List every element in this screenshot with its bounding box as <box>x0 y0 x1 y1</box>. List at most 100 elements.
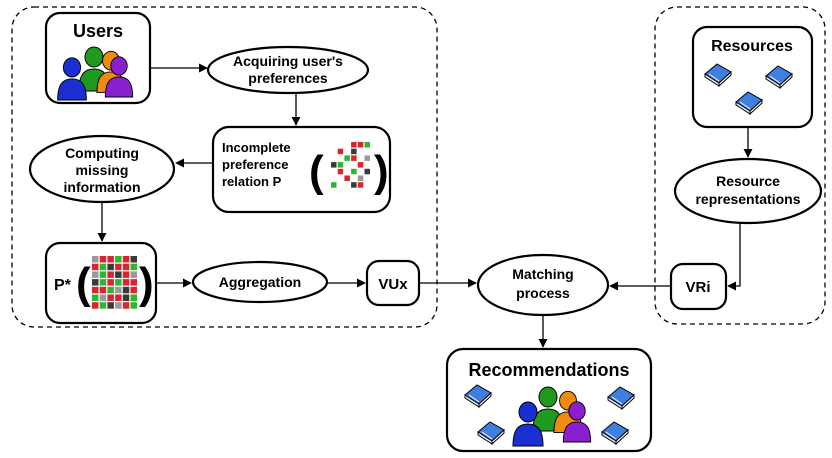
matrix-cell <box>344 155 350 161</box>
matrix-icon <box>331 142 370 188</box>
incomplete-label-1: Incomplete <box>222 140 291 155</box>
matrix-cell <box>364 142 370 148</box>
matrix-cell <box>107 279 114 286</box>
matrix-cell <box>364 155 370 161</box>
acquiring-label-2: preferences <box>248 70 328 86</box>
matrix-cell <box>130 286 137 294</box>
resources-node: Resources <box>691 25 814 129</box>
computing-label-2: missing <box>76 162 129 178</box>
incomplete-label-2: preference <box>222 157 288 172</box>
resource-representations-node: Resource representations <box>673 157 823 225</box>
vux-node: VUx <box>365 259 421 307</box>
computing-label-3: information <box>64 179 141 195</box>
matrix-cell <box>115 302 122 309</box>
matrix-cell <box>337 168 344 175</box>
resource-rep-label-2: representations <box>695 191 800 207</box>
recommendations-node: Recommendations <box>445 347 653 453</box>
matrix-cell <box>351 182 357 188</box>
matrix-cell <box>337 148 344 155</box>
vri-node: VRi <box>669 262 728 311</box>
matrix-cell <box>122 271 130 278</box>
resources-region <box>654 6 826 325</box>
right-paren: ) <box>139 259 154 308</box>
matrix-cell <box>115 263 122 271</box>
vri-label: VRi <box>685 279 710 296</box>
matrix-cell <box>107 271 114 278</box>
matrix-cell <box>115 256 122 263</box>
computing-missing-node: Computing missing information <box>28 134 176 204</box>
matrix-cell <box>99 302 107 309</box>
matrix-cell <box>99 271 107 278</box>
matrix-cell <box>99 294 107 301</box>
left-paren: ( <box>76 259 91 308</box>
left-paren: ( <box>309 147 324 196</box>
matrix-cell <box>92 256 99 263</box>
matrix-cell <box>357 182 364 188</box>
matrix-cell <box>351 155 357 161</box>
matrix-cell <box>115 271 122 278</box>
matrix-cell <box>357 175 364 181</box>
matrix-cell <box>351 168 357 175</box>
matrix-cell <box>130 271 137 278</box>
pstar-label: P* <box>54 277 72 294</box>
matrix-cell <box>107 263 114 271</box>
arrows <box>97 63 753 348</box>
resource-rep-label-1: Resource <box>716 173 780 189</box>
recommendations-label: Recommendations <box>468 360 629 380</box>
matrix-cell <box>115 279 122 286</box>
matrix-cell <box>92 286 99 294</box>
matrix-cell <box>130 256 137 263</box>
matrix-cell <box>107 302 114 309</box>
matrix-cell <box>122 286 130 294</box>
matrix-cell <box>92 302 99 309</box>
matrix-cell <box>115 286 122 294</box>
matrix-cell <box>351 142 357 148</box>
matrix-cell <box>92 279 99 286</box>
users-label: Users <box>73 21 123 41</box>
matrix-cell <box>107 294 114 301</box>
matrix-cell <box>122 263 130 271</box>
matrix-cell <box>331 182 337 188</box>
incomplete-preference-node: Incomplete preference relation P ( ) <box>211 125 392 214</box>
matrix-cell <box>99 286 107 294</box>
matrix-cell <box>122 294 130 301</box>
matching-process-node: Matching process <box>476 253 610 317</box>
computing-label-1: Computing <box>65 145 139 161</box>
matrix-icon <box>92 256 137 309</box>
matrix-cell <box>344 175 350 181</box>
matrix-cell <box>337 162 344 168</box>
aggregation-label: Aggregation <box>219 274 301 290</box>
matrix-cell <box>122 256 130 263</box>
matrix-cell <box>107 286 114 294</box>
matrix-cell <box>115 294 122 301</box>
arrow-representations-to-vri <box>727 223 741 291</box>
matrix-cell <box>92 271 99 278</box>
matrix-cell <box>357 142 364 148</box>
matrix-cell <box>122 279 130 286</box>
matrix-cell <box>99 256 107 263</box>
matching-label-1: Matching <box>512 266 573 282</box>
acquiring-label-1: Acquiring user's <box>233 53 343 69</box>
matrix-cell <box>122 302 130 309</box>
pstar-node: P* ( ) <box>44 241 158 325</box>
incomplete-label-3: relation P <box>222 174 282 189</box>
aggregation-node: Aggregation <box>191 260 329 304</box>
matrix-cell <box>107 256 114 263</box>
users-region <box>11 6 438 328</box>
resources-label: Resources <box>711 38 793 55</box>
matrix-cell <box>92 263 99 271</box>
matrix-cell <box>130 302 137 309</box>
acquiring-preferences-node: Acquiring user's preferences <box>206 45 370 95</box>
matrix-cell <box>364 168 370 175</box>
matrix-cell <box>357 162 364 168</box>
matrix-cell <box>99 263 107 271</box>
matching-label-2: process <box>516 285 570 301</box>
right-paren: ) <box>374 147 389 196</box>
vux-label: VUx <box>378 276 408 293</box>
matrix-cell <box>99 279 107 286</box>
matrix-cell <box>351 148 357 155</box>
matrix-cell <box>130 279 137 286</box>
matrix-cell <box>130 263 137 271</box>
users-node: Users <box>44 11 152 105</box>
